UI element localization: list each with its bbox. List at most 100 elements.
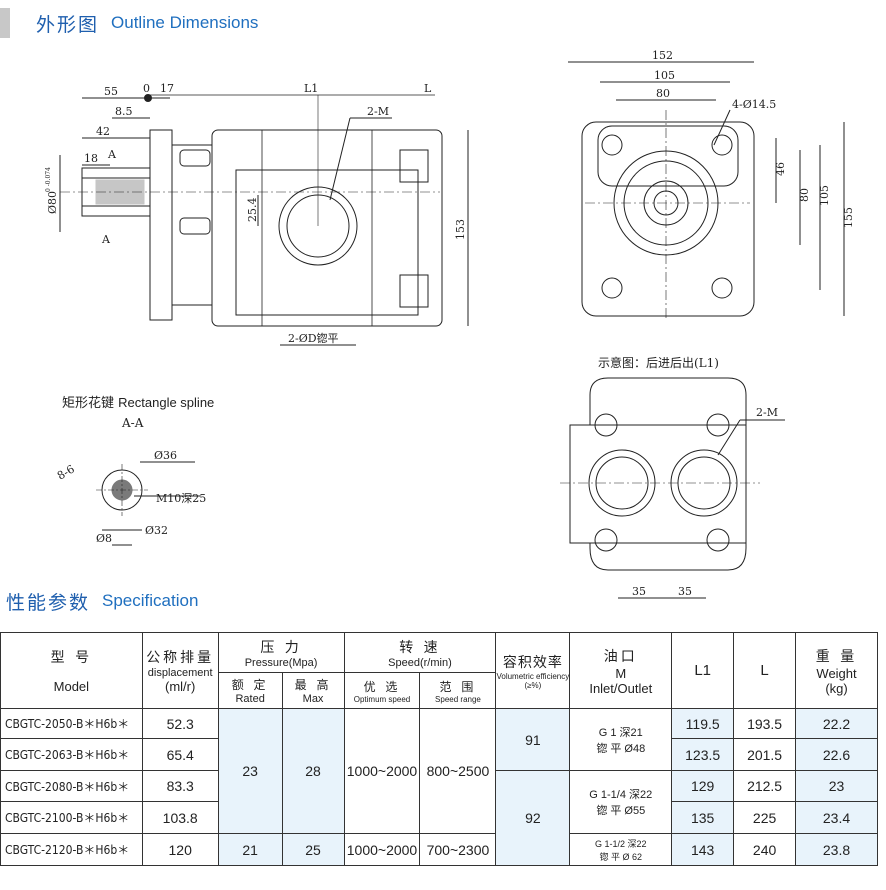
schematic-note: 示意图：后进后出(L1) — [598, 356, 719, 370]
rear-bolt-tl — [594, 413, 618, 437]
range-cell: 700~2300 — [419, 833, 497, 866]
spline-title-cn: 矩形花键 — [62, 396, 115, 411]
rear-top-ears — [589, 377, 747, 425]
spline-title: 矩形花键 Rectangle spline — [62, 392, 214, 411]
disp-cell: 120 — [141, 833, 219, 866]
rear-view: 2-M 35 35 — [560, 377, 785, 599]
rear-body — [569, 424, 747, 544]
dim-55: 55 — [104, 85, 118, 98]
l1-cell: 123.5 — [671, 738, 735, 771]
col-displacement: 公称排量 displacement (ml/r) — [141, 632, 219, 709]
rear-dim-2m: 2-M — [756, 406, 778, 419]
dim-153: 153 — [454, 219, 467, 240]
spline-dim-36: Ø36 — [154, 449, 177, 462]
l1-cell: 143 — [671, 833, 735, 866]
front-bolt-hole-tr — [711, 134, 733, 156]
table-row: CBGTC-2063-B＊H6b＊ 65.4 123.5 201.5 22.6 — [0, 738, 878, 771]
weight-cell: 23 — [795, 770, 878, 802]
dim-42: 42 — [96, 125, 110, 138]
l-cell: 201.5 — [733, 738, 797, 771]
dim-105v: 105 — [818, 185, 831, 206]
dim-l1: L1 — [304, 82, 318, 95]
eff-cell: 92 — [495, 770, 571, 866]
front-view: 152 105 80 4-Ø14.5 46 80 105 155 — [568, 49, 855, 320]
col-efficiency: 容积效率 Volumetric efficiency (≥%) — [495, 632, 571, 709]
weight-cell: 23.8 — [795, 833, 878, 866]
flange-boss-bottom — [179, 217, 211, 235]
l1-cell: 119.5 — [671, 708, 735, 739]
dim-l: L — [424, 82, 432, 95]
dim-80: 80 — [656, 87, 670, 100]
disp-cell: 83.3 — [141, 770, 219, 802]
dim-80-tol: 0 -0.074 — [45, 167, 52, 192]
dim-0: 0 — [143, 82, 150, 95]
model-cell: CBGTC-2080-B＊H6b＊ — [0, 770, 143, 802]
dim-80v: 80 — [798, 188, 811, 202]
outline-title-en: Outline Dimensions — [111, 13, 259, 32]
mounting-flange — [149, 129, 173, 321]
side-view: 55 0 17 8.5 42 18 A A L1 L 2-M 25.4 153 … — [45, 82, 469, 346]
spline-dim-86: 8-6 — [55, 462, 77, 482]
spec-section-header: 性能参数 Specification — [6, 586, 198, 616]
dim-18: 18 — [84, 152, 98, 165]
spline-title-en: Rectangle spline — [118, 395, 215, 410]
dim-85: 8.5 — [115, 105, 133, 118]
pump-center-band — [261, 129, 373, 327]
header-row-1: 型 号 Model 公称排量 displacement (ml/r) 压 力 P… — [0, 632, 878, 709]
disp-cell: 103.8 — [141, 801, 219, 834]
col-speed: 转 速 Speed(r/min) — [343, 632, 497, 673]
l1-cell: 135 — [671, 801, 735, 834]
model-cell: CBGTC-2050-B＊H6b＊ — [0, 708, 143, 739]
rear-dim-35-left: 35 — [632, 585, 646, 598]
front-bolt-hole-tl — [601, 134, 623, 156]
model-cell: CBGTC-2120-B＊H6b＊ — [0, 833, 143, 866]
col-range: 范 围 Speed range — [419, 672, 497, 709]
dim-152: 152 — [652, 49, 673, 62]
disp-cell: 65.4 — [141, 738, 219, 771]
spline-dim-32: Ø32 — [145, 524, 168, 537]
l-cell: 225 — [733, 801, 797, 834]
front-upper-ears — [597, 125, 739, 187]
opt-cell: 1000~2000 — [343, 833, 421, 866]
dim-46: 46 — [774, 162, 787, 176]
dim-155: 155 — [842, 207, 855, 228]
outline-section-header: 外形图 Outline Dimensions — [0, 8, 258, 38]
dim-2d: 2-ØD锪平 — [288, 332, 339, 345]
spline-dim-8: Ø8 — [96, 532, 112, 545]
model-cell: CBGTC-2100-B＊H6b＊ — [0, 801, 143, 834]
eff-cell: 91 — [495, 708, 571, 771]
dim-80-dia: Ø80 — [46, 191, 59, 214]
col-port: 油口 M Inlet/Outlet — [569, 632, 673, 709]
spec-title-en: Specification — [102, 591, 199, 610]
max-cell: 25 — [281, 833, 345, 866]
weight-cell: 22.2 — [795, 708, 878, 739]
max-cell: 28 — [281, 708, 345, 834]
table-row: CBGTC-2050-B＊H6b＊ 52.3 23 28 1000~2000 8… — [0, 708, 878, 834]
dim-105: 105 — [654, 69, 675, 82]
pump-body — [211, 129, 443, 327]
col-pressure: 压 力 Pressure(Mpa) — [217, 632, 345, 673]
spec-title-cn: 性能参数 — [6, 591, 91, 614]
weight-cell: 22.6 — [795, 738, 878, 771]
rear-bolt-br — [706, 528, 730, 552]
m-leader-d — [329, 117, 351, 201]
hole-leader — [713, 109, 731, 146]
table-row: CBGTC-2120-B＊H6b＊ 120 21 25 1000~2000 70… — [0, 833, 878, 866]
section-mark-a-bottom: A — [101, 233, 111, 246]
rear-bolt-bl — [594, 528, 618, 552]
l-cell: 212.5 — [733, 770, 797, 802]
col-weight: 重 量 Weight (kg) — [795, 632, 878, 709]
disp-cell: 52.3 — [141, 708, 219, 739]
l1-cell: 129 — [671, 770, 735, 802]
col-l: L — [733, 632, 797, 709]
rear-m-leader-d — [717, 419, 741, 456]
dim-4-hole: 4-Ø14.5 — [732, 98, 776, 111]
pump-inner-panel — [235, 169, 419, 316]
front-outline — [581, 121, 755, 317]
rear-dim-35-right: 35 — [678, 585, 692, 598]
port-cell: G 1-1/4 深22 锪 平 Ø55 — [569, 770, 673, 834]
spline-section: 8-6 Ø36 M10深25 Ø8 Ø32 — [55, 449, 206, 546]
l-cell: 240 — [733, 833, 797, 866]
table-row: CBGTC-2080-B＊H6b＊ 83.3 92 G 1-1/4 深22 锪 … — [0, 770, 878, 866]
rated-cell: 21 — [217, 833, 283, 866]
